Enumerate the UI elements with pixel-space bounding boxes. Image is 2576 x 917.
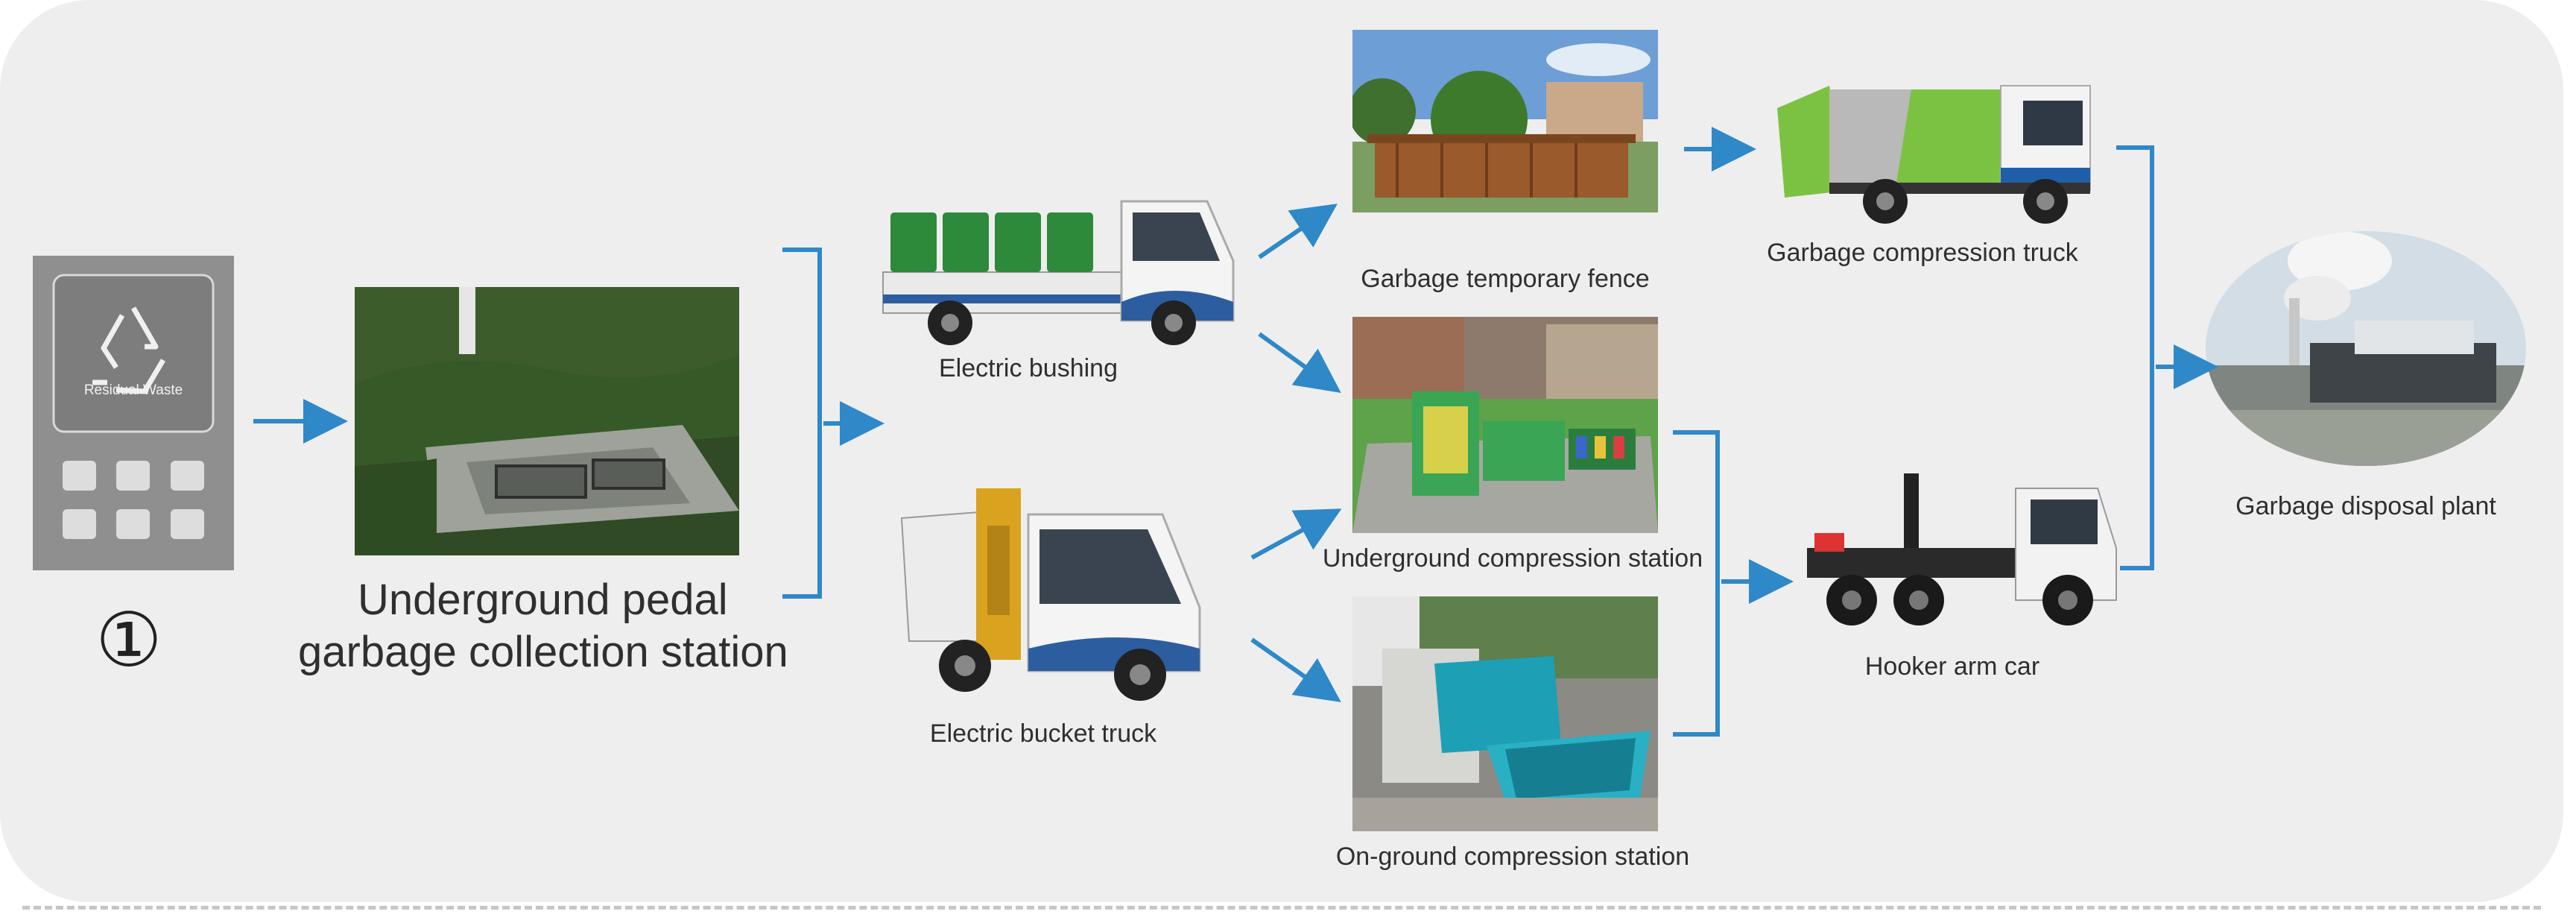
- compression-truck-image: [1762, 78, 2113, 227]
- recycle-icon: [92, 306, 166, 394]
- electric-bucket-truck-label: Electric bucket truck: [929, 719, 1157, 748]
- disposal-plant-image: [2206, 231, 2526, 466]
- onground-compression-label: On-ground compression station: [1335, 842, 1690, 871]
- underground-pedal-label-line1: Underground pedal: [358, 576, 728, 624]
- waste-category-icons: [63, 461, 204, 539]
- sign-title: Residual Waste: [83, 382, 183, 398]
- underground-compression-station-image: [1352, 317, 1658, 533]
- temporary-fence-image: [1352, 30, 1658, 212]
- hooker-arm-car-label: Hooker arm car: [1864, 652, 2040, 681]
- hooker-arm-car-image: [1800, 466, 2120, 634]
- underground-pedal-station-image: [355, 287, 739, 555]
- residual-waste-sign: Residual Waste: [33, 256, 234, 570]
- electric-bucket-truck-image: [894, 481, 1222, 705]
- underground-compression-label: Underground compression station: [1322, 544, 1703, 573]
- electric-bushing-image: [876, 190, 1241, 350]
- underground-pedal-label-line2: garbage collection station: [298, 628, 788, 676]
- temporary-fence-label: Garbage temporary fence: [1361, 265, 1650, 293]
- disposal-plant-label: Garbage disposal plant: [2235, 492, 2496, 520]
- compression-truck-label: Garbage compression truck: [1767, 239, 2078, 267]
- electric-bushing-label: Electric bushing: [938, 354, 1118, 382]
- bottom-dashed-divider: [22, 906, 2541, 910]
- step-marker: ①: [95, 599, 162, 682]
- onground-compression-station-image: [1352, 596, 1658, 831]
